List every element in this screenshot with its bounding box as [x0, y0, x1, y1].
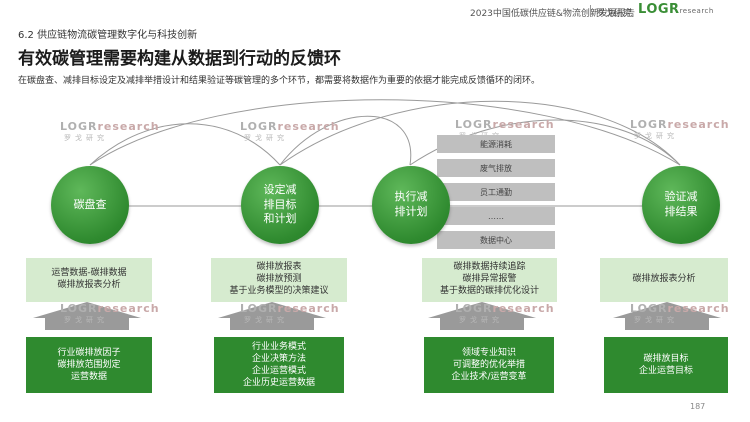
page-subtitle: 在碳盘查、减排目标设定及减排举措设计和结果验证等碳管理的多个环节，都需要将数据作…	[18, 76, 541, 86]
input-box-2: 行业业务模式 企业决策方法 企业运营模式 企业历史运营数据	[214, 337, 344, 393]
arc-2-4	[279, 100, 681, 166]
brand-logo: LOGRresearch	[638, 2, 714, 17]
analysis-box-1: 运营数据-碳排数据 碳排放报表分析	[26, 258, 152, 302]
arc-2-3	[279, 115, 412, 166]
input-box-1: 行业碳排放因子 碳排放范围划定 运营数据	[26, 337, 152, 393]
step-set-targets: 设定减 排目标 和计划	[241, 166, 319, 244]
data-item-emissions: 废气排放	[437, 159, 555, 177]
header-divider	[590, 5, 591, 17]
up-arrow-2	[218, 302, 326, 330]
analysis-box-2: 碳排放报表 碳排放预测 基于业务模型的决策建议	[211, 258, 347, 302]
report-title: 2023中国低碳供应链&物流创新发展报告	[470, 9, 635, 19]
page-number: 187	[690, 402, 706, 411]
data-item-datacenter: 数据中心	[437, 231, 555, 249]
up-arrow-3	[428, 302, 536, 330]
step-carbon-inventory: 碳盘查	[51, 166, 129, 244]
analysis-box-3: 碳排数据持续追踪 碳排异常报警 基于数据的碳排优化设计	[422, 258, 557, 302]
data-item-ellipsis: ……	[437, 207, 555, 225]
analysis-box-4: 碳排放报表分析	[600, 258, 728, 302]
section-label: 6.2 供应链物流碳管理数字化与科技创新	[18, 30, 198, 41]
arc-outer	[89, 99, 681, 166]
up-arrow-4	[613, 302, 721, 330]
step-verify-results: 验证减 排结果	[642, 166, 720, 244]
brand-name: 罗戈研究	[596, 9, 633, 19]
input-box-3: 领域专业知识 可调整的优化举措 企业技术/运营变革	[424, 337, 554, 393]
page-headline: 有效碳管理需要构建从数据到行动的反馈环	[18, 49, 341, 69]
data-item-commute: 员工通勤	[437, 183, 555, 201]
brand-logo-text: LOGR	[638, 2, 680, 17]
up-arrow-1	[33, 302, 141, 330]
step-execute-plan: 执行减 排计划	[372, 166, 450, 244]
input-box-4: 碳排放目标 企业运营目标	[604, 337, 728, 393]
brand-logo-sub: research	[679, 7, 714, 15]
arc-1-2	[89, 123, 281, 166]
data-item-energy: 能源消耗	[437, 135, 555, 153]
